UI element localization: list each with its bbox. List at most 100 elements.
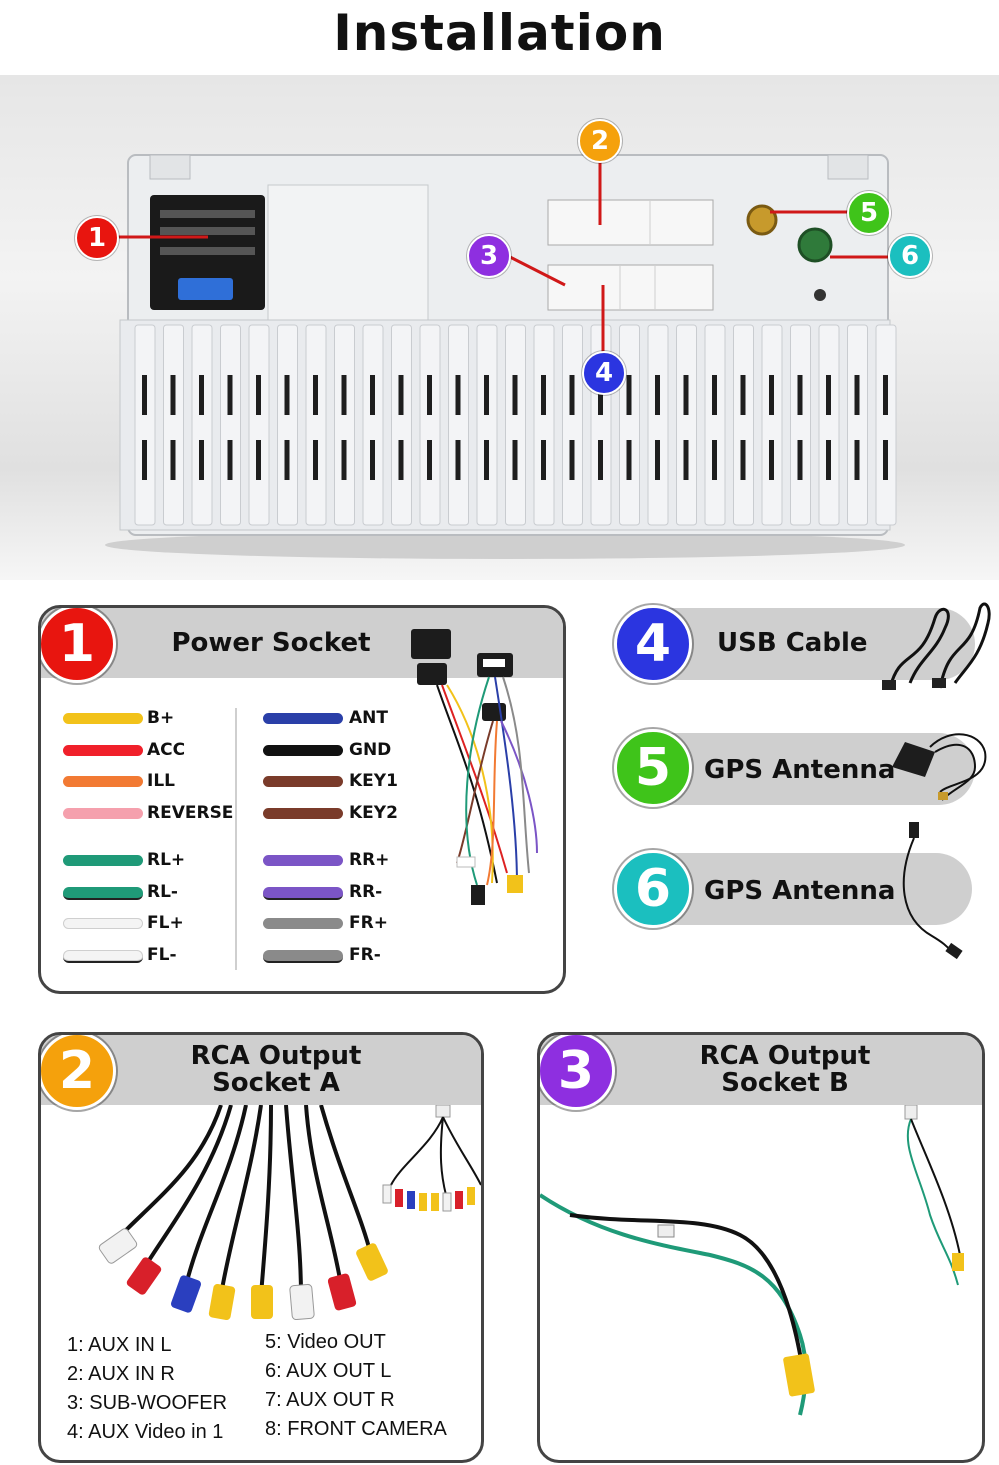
vent-slot: [769, 440, 774, 480]
power-socket-title: Power Socket: [171, 628, 371, 658]
vent-slot: [826, 440, 831, 480]
vent-slot: [883, 440, 888, 480]
wire-swatch: [63, 776, 143, 787]
vent-slot: [626, 440, 632, 480]
wire-swatch: [263, 745, 343, 756]
wire-label: RR-: [349, 882, 383, 902]
vent-slot: [284, 375, 290, 415]
vent-fin: [191, 324, 213, 526]
vent-slot: [569, 375, 575, 415]
usb-cable-bar: [650, 608, 975, 680]
vent-slot: [341, 440, 347, 480]
wire-swatch: [263, 918, 343, 929]
callout-6-badge: 6: [888, 234, 932, 278]
vent-slot: [712, 375, 717, 415]
vent-slot: [341, 375, 347, 415]
vent-fin: [277, 324, 298, 526]
callout-3-badge: 3: [467, 234, 511, 278]
wire-label: KEY2: [349, 803, 398, 823]
vent-fin: [448, 324, 469, 526]
vent-slot: [740, 375, 746, 415]
wire-label: RL-: [147, 882, 178, 902]
gps-antenna-6-label: GPS Antenna: [704, 876, 896, 906]
page-title: Installation: [333, 4, 666, 62]
wire-swatch: [63, 855, 143, 866]
head-unit-photo: 1 2 3 4 5 6: [0, 75, 999, 580]
vent-slot: [484, 440, 489, 480]
rca-a-cables-image: [98, 1105, 481, 1320]
rca-output-item: 8: FRONT CAMERA: [265, 1418, 447, 1440]
vent-fin: [419, 324, 441, 526]
wire-label: FR+: [349, 913, 388, 933]
callout-1-badge: 1: [75, 216, 119, 260]
vent-fin: [134, 324, 156, 526]
wire-label: GND: [349, 740, 392, 760]
vent-slot: [256, 440, 261, 480]
wire-swatch: [63, 918, 143, 929]
vent-fin: [818, 324, 840, 526]
rca-socket-a-panel: RCA Output Socket A: [38, 1032, 484, 1463]
wire-swatch: [263, 950, 343, 963]
rca-b-cables-image: [540, 1105, 964, 1416]
vent-slot: [797, 440, 803, 480]
wire-swatch: [63, 808, 143, 819]
vent-slot: [598, 440, 603, 480]
vent-slot: [398, 375, 404, 415]
vent-slot: [427, 375, 432, 415]
callout-5-badge: 5: [847, 191, 891, 235]
vent-fin: [847, 324, 868, 526]
gps-extension-cable-image: [902, 822, 963, 960]
vent-slot: [199, 440, 204, 480]
vent-slot: [455, 375, 461, 415]
vent-fin: [476, 324, 498, 526]
vent-slot: [569, 440, 575, 480]
vent-fin: [391, 324, 412, 526]
vent-slot: [683, 440, 689, 480]
wire-label: ILL: [147, 771, 175, 791]
wire-swatch: [263, 887, 343, 900]
vent-slot: [683, 375, 689, 415]
rca-output-item: 1: AUX IN L: [67, 1334, 172, 1356]
vent-fin: [305, 324, 327, 526]
wire-swatch: [63, 887, 143, 900]
vent-slot: [284, 440, 290, 480]
rca-socket-b-title: RCA Output Socket B: [680, 1043, 890, 1097]
wire-swatch: [263, 713, 343, 724]
vent-slot: [541, 375, 546, 415]
vent-slot: [826, 375, 831, 415]
vent-slot: [598, 375, 603, 415]
vent-slot: [655, 375, 660, 415]
wire-swatch: [63, 745, 143, 756]
vent-slot: [484, 375, 489, 415]
vent-slot: [227, 440, 233, 480]
vent-slot: [170, 375, 176, 415]
vent-slot: [427, 440, 432, 480]
vent-fin: [533, 324, 555, 526]
vent-slot: [712, 440, 717, 480]
wire-label: ANT: [349, 708, 388, 728]
gps-antenna-6-number: 6: [614, 850, 692, 928]
rca-output-item: 4: AUX Video in 1: [67, 1421, 224, 1443]
vent-slot: [883, 375, 888, 415]
rca-socket-a-title-line1: RCA Output: [190, 1041, 362, 1071]
rca-socket-b-title-line2: Socket B: [721, 1068, 849, 1098]
wire-label: RR+: [349, 850, 390, 870]
vent-fin: [761, 324, 783, 526]
rca-socket-b-title-line1: RCA Output: [699, 1041, 871, 1071]
vent-slot: [370, 440, 375, 480]
wire-label: ACC: [147, 740, 186, 760]
vent-slot: [740, 440, 746, 480]
usb-cable-image: [882, 602, 991, 690]
rca-socket-b-panel: RCA Output Socket B 3: [537, 1032, 985, 1463]
power-socket-header: [41, 608, 563, 678]
rca-output-item: 2: AUX IN R: [67, 1363, 175, 1385]
callout-4-badge: 4: [582, 351, 626, 395]
vent-slot: [455, 440, 461, 480]
vent-slot: [512, 375, 518, 415]
usb-cable-number: 4: [614, 605, 692, 683]
rca-socket-a-title-line2: Socket A: [212, 1068, 340, 1098]
vent-slot: [256, 375, 261, 415]
vent-slot: [227, 375, 233, 415]
rca-output-item: 5: Video OUT: [265, 1331, 386, 1353]
vent-slot: [541, 440, 546, 480]
